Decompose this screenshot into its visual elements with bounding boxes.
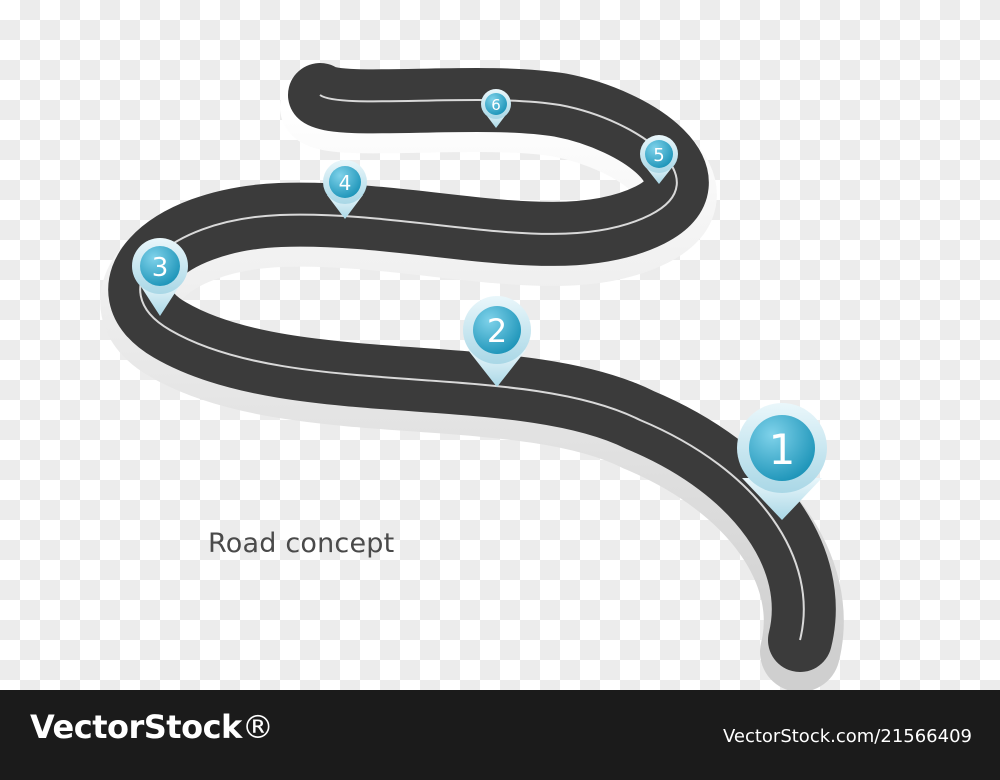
road-lane-marking bbox=[139, 94, 805, 641]
road-marker-1-label: 1 bbox=[769, 425, 796, 474]
road-marker-2-label: 2 bbox=[487, 312, 507, 350]
watermark-bar: VectorStock® VectorStock.com/21566409 bbox=[0, 690, 1000, 780]
road-marker-6: 6 bbox=[481, 89, 511, 128]
road-marker-2: 2 bbox=[463, 296, 531, 387]
road-marker-5-label: 5 bbox=[653, 145, 664, 166]
brand-name: VectorStock bbox=[30, 708, 242, 746]
road-marker-3-label: 3 bbox=[152, 253, 169, 283]
asset-id: VectorStock.com/21566409 bbox=[722, 726, 972, 747]
vectorstock-logo: VectorStock® bbox=[30, 708, 274, 746]
road-marker-1: 1 bbox=[737, 403, 827, 520]
road-marker-4: 4 bbox=[323, 160, 367, 219]
road-marker-4-label: 4 bbox=[339, 171, 352, 195]
caption-road-concept: Road concept bbox=[208, 528, 395, 559]
trademark-symbol: ® bbox=[241, 708, 274, 746]
road-marker-3: 3 bbox=[132, 238, 188, 316]
winding-road-illustration: 1 2 3 4 5 6 bbox=[100, 63, 844, 690]
road-marker-5: 5 bbox=[640, 135, 678, 184]
road-marker-6-label: 6 bbox=[491, 96, 501, 114]
